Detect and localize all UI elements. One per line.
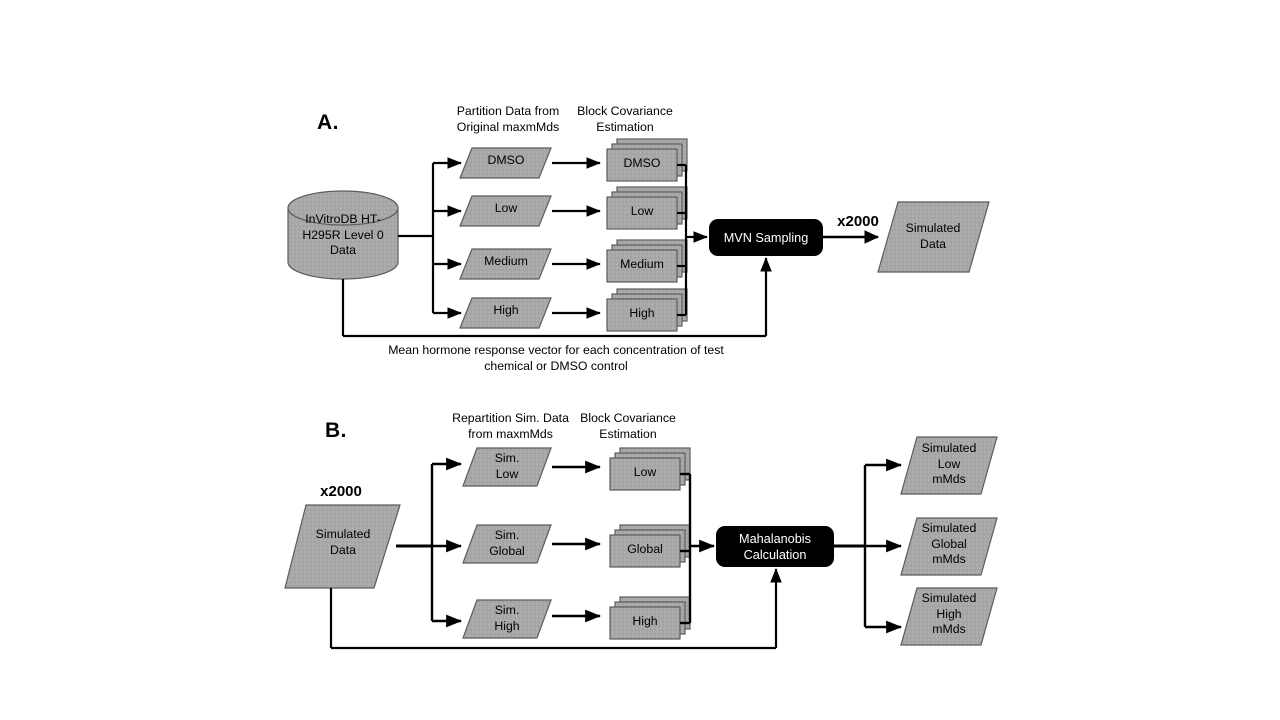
panelB-process-block — [716, 526, 834, 567]
panelA-merge-connector — [677, 163, 708, 317]
parallelogram-sim-low — [462, 447, 552, 487]
database-cylinder-icon — [287, 190, 399, 280]
panelA-source-connector — [398, 157, 462, 319]
panelA-partition-shapes — [459, 147, 552, 329]
panelB-source-parallelogram — [284, 504, 401, 589]
parallelogram-sim-global-mmds — [900, 517, 998, 576]
panelA-process-block — [709, 219, 823, 256]
panelB-output-shapes — [900, 436, 998, 646]
stack-medium — [606, 239, 688, 283]
panelA-output-parallelogram — [877, 201, 990, 273]
parallelogram-sim-low-mmds — [900, 436, 998, 495]
parallelogram-sim-global — [462, 524, 552, 564]
panelA-partition-arrows — [552, 157, 601, 319]
parallelogram-sim-high — [462, 599, 552, 639]
panelB-feedback-loop — [329, 568, 782, 650]
panelB-output-connector — [834, 458, 902, 634]
parallelogram-sim-high-mmds — [900, 587, 998, 646]
panelA-feedback-loop — [341, 257, 772, 338]
panelB-repartition-shapes — [462, 447, 552, 639]
stack-low — [606, 186, 688, 230]
parallelogram-low — [459, 195, 552, 227]
panelB-source-connector — [396, 457, 462, 628]
parallelogram-medium — [459, 248, 552, 280]
stack-low — [609, 447, 691, 491]
stack-high — [609, 596, 691, 640]
panelB-repartition-arrows — [552, 460, 601, 623]
parallelogram-high — [459, 297, 552, 329]
panelA-covariance-stacks — [606, 138, 688, 332]
panelB-merge-connector — [680, 472, 715, 625]
parallelogram-dmso — [459, 147, 552, 179]
stack-high — [606, 288, 688, 332]
stack-dmso — [606, 138, 688, 182]
stack-global — [609, 524, 691, 568]
panelB-covariance-stacks — [609, 447, 691, 640]
